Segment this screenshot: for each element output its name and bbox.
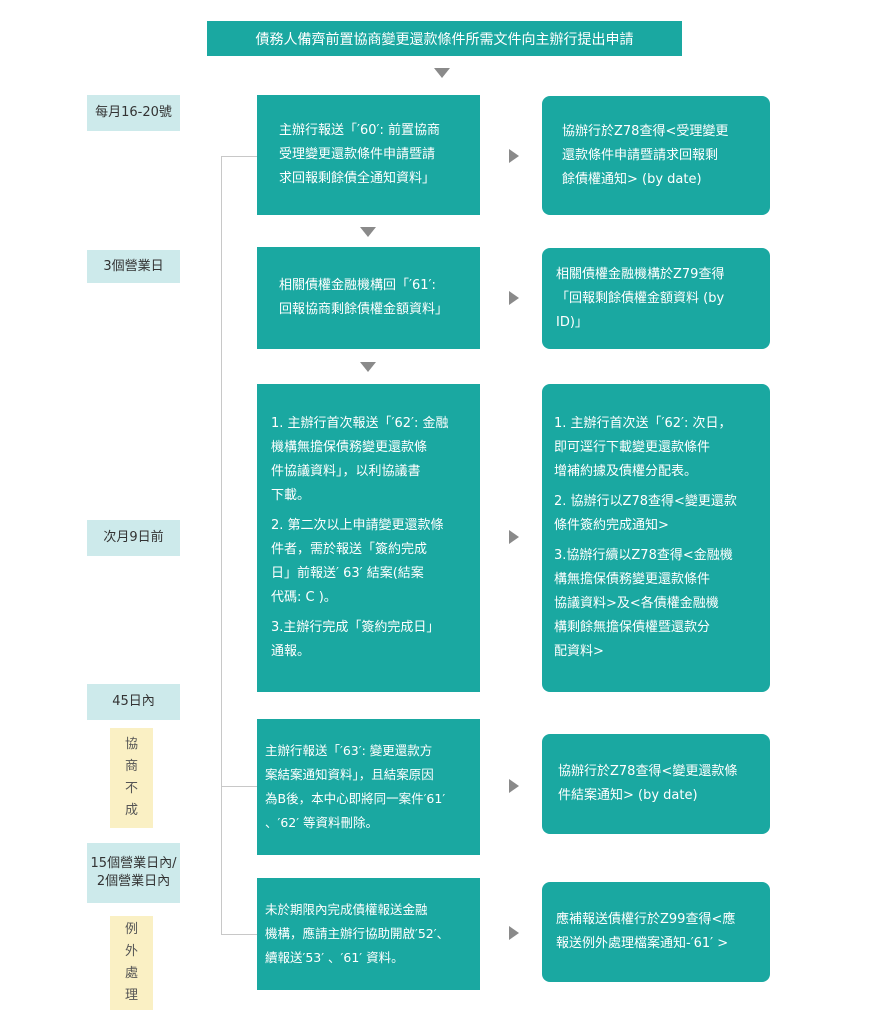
step-62-item-2: 2. 第二次以上申請變更還款條 件者，需於報送「簽約完成 日」前報送′ 63′ … (271, 518, 444, 605)
result-z78-63-box: 協辦行於Z78查得<變更還款條 件結案通知> (by date) (542, 734, 770, 834)
connector-63 (221, 786, 257, 787)
step-60-box: 主辦行報送「′60′: 前置協商 受理變更還款條件申請暨請 求回報剩餘債全通知資… (257, 95, 480, 215)
step-62-item-3: 3.主辦行完成「簽約完成日」 通報。 (271, 620, 440, 659)
step-52-box: 未於期限內完成債權報送金融 機構，應請主辦行協助開啟′52′、 續報送′53′ … (257, 878, 480, 990)
top-banner-text: 債務人備齊前置協商變更還款條件所需文件向主辦行提出申請 (255, 31, 634, 48)
time-label-3-business-days: 3個營業日 (87, 250, 180, 283)
result-62-item-3: 3.協辦行續以Z78查得<金融機 構無擔保債務變更還款條件 協議資料>及<各債權… (554, 548, 733, 659)
time-label-next-month-9th: 次月9日前 (87, 520, 180, 556)
connector-top (221, 156, 257, 157)
step-52-text: 未於期限內完成債權報送金融 機構，應請主辦行協助開啟′52′、 續報送′53′ … (265, 902, 450, 965)
time-label-exception-handling: 例 外 處 理 (110, 916, 153, 1010)
step-61-box: 相關債權金融機構回「′61′: 回報協商剩餘債權金額資料」 (257, 247, 480, 349)
time-label-45-days: 45日內 (87, 684, 180, 720)
arrow-right-icon (509, 291, 519, 305)
step-62-box: 1. 主辦行首次報送「′62′: 金融 機構無擔保債務變更還款條 件協議資料」，… (257, 384, 480, 692)
arrow-right-icon (509, 530, 519, 544)
time-label-month-16-20: 每月16-20號 (87, 95, 180, 131)
result-z78-60-box: 協辦行於Z78查得<受理變更 還款條件申請暨請求回報剩 餘債權通知> (by d… (542, 96, 770, 215)
step-60-text: 主辦行報送「′60′: 前置協商 受理變更還款條件申請暨請 求回報剩餘債全通知資… (279, 123, 440, 186)
result-62-item-2: 2. 協辦行以Z78查得<變更還款 條件簽約完成通知> (554, 494, 737, 533)
result-z99-text: 應補報送債權行於Z99查得<應 報送例外處理檔案通知-′61′ > (556, 912, 736, 951)
connector-52 (221, 934, 257, 935)
result-62-item-1: 1. 主辦行首次送「′62′: 次日， 即可逕行下載變更還款條件 增補約據及債權… (554, 416, 732, 479)
arrow-down-icon (360, 227, 376, 237)
arrow-down-icon (360, 362, 376, 372)
step-61-text: 相關債權金融機構回「′61′: 回報協商剩餘債權金額資料」 (279, 278, 449, 317)
step-62-item-1: 1. 主辦行首次報送「′62′: 金融 機構無擔保債務變更還款條 件協議資料」，… (271, 416, 449, 503)
top-banner: 債務人備齊前置協商變更還款條件所需文件向主辦行提出申請 (207, 21, 682, 56)
result-z78-60-text: 協辦行於Z78查得<受理變更 還款條件申請暨請求回報剩 餘債權通知> (by d… (562, 123, 729, 187)
result-62-box: 1. 主辦行首次送「′62′: 次日， 即可逕行下載變更還款條件 增補約據及債權… (542, 384, 770, 692)
result-z79-61-text: 相關債權金融機構於Z79查得 「回報剩餘債權金額資料 (by ID)」 (556, 266, 725, 330)
arrow-right-icon (509, 926, 519, 940)
time-label-15-or-2-business-days: 15個營業日內/ 2個營業日內 (87, 843, 180, 903)
arrow-right-icon (509, 779, 519, 793)
result-z79-61-box: 相關債權金融機構於Z79查得 「回報剩餘債權金額資料 (by ID)」 (542, 248, 770, 349)
result-z78-63-text: 協辦行於Z78查得<變更還款條 件結案通知> (by date) (558, 764, 738, 803)
step-63-box: 主辦行報送「′63′: 變更還款方 案結案通知資料」，且結案原因 為B後，本中心… (257, 719, 480, 855)
time-label-negotiation-failed: 協 商 不 成 (110, 728, 153, 828)
connector-vertical (221, 156, 222, 934)
arrow-right-icon (509, 149, 519, 163)
step-63-text: 主辦行報送「′63′: 變更還款方 案結案通知資料」，且結案原因 為B後，本中心… (265, 743, 446, 830)
result-z99-box: 應補報送債權行於Z99查得<應 報送例外處理檔案通知-′61′ > (542, 882, 770, 982)
arrow-down-icon (434, 68, 450, 78)
